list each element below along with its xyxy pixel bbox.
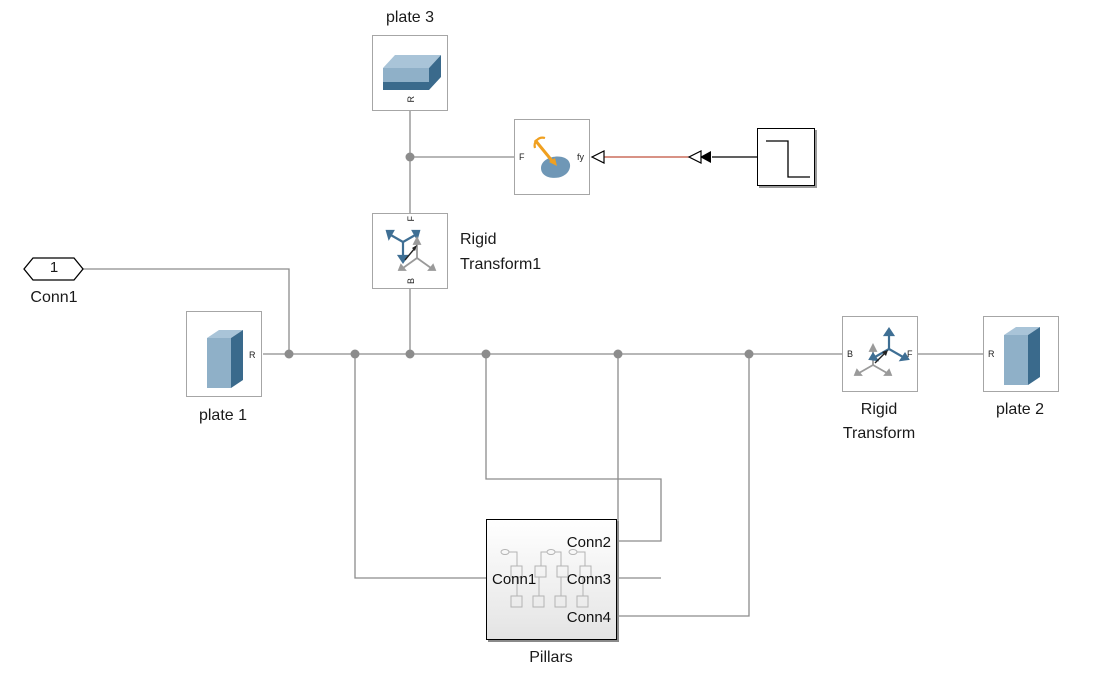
junction-dot (405, 152, 415, 162)
rigid-transform-label-line1: Rigid (860, 401, 898, 418)
force-port-fy: fy (577, 152, 585, 162)
plate2-label: plate 2 (995, 401, 1045, 418)
conn1-port-line[interactable] (82, 268, 290, 354)
junction-dot (284, 349, 294, 359)
plate2-port-r: R (988, 349, 995, 359)
signal-line[interactable] (590, 150, 757, 164)
step-source-block[interactable] (757, 128, 815, 186)
bus-to-pillars-conn3[interactable] (617, 354, 661, 579)
force-block[interactable]: F fy (514, 119, 590, 195)
rigid-transform-label-line2: Transform (842, 425, 916, 442)
pillars-label: Pillars (529, 649, 573, 666)
plate1-label: plate 1 (198, 407, 248, 424)
solid-box-icon (383, 55, 441, 90)
bus-to-pillars-conn1[interactable] (354, 354, 486, 579)
rigid-transform1-block[interactable]: F B (372, 213, 448, 289)
signal-arrow-hollow (687, 150, 702, 164)
rt1-port-f: F (406, 216, 416, 222)
pillars-port-conn3: Conn3 (566, 571, 611, 588)
rt1-port-b: B (406, 278, 416, 285)
rigid-transform-block[interactable]: B F (842, 316, 918, 392)
conn1-port-label: Conn1 (30, 289, 78, 306)
junction-dot (613, 349, 623, 359)
subsystem-diagram-icon (500, 549, 592, 608)
rigid-transform1-label-line2: Transform1 (460, 256, 542, 273)
junction-dot (744, 349, 754, 359)
plate1-port-r: R (249, 350, 256, 360)
rt-port-b: B (847, 349, 854, 359)
plate2-block[interactable]: R (983, 316, 1059, 392)
pillars-subsystem-block[interactable]: Conn1 Conn2 Conn3 Conn4 (486, 519, 617, 640)
conn1-port-number: 1 (49, 259, 59, 276)
frame-transform-icon (385, 229, 437, 271)
junction-dot (405, 349, 415, 359)
conn1-port-block[interactable] (23, 257, 84, 281)
bus-to-pillars-conn2[interactable] (485, 354, 662, 542)
plate3-label: plate 3 (385, 9, 435, 26)
junction-dot (481, 349, 491, 359)
rt-port-f: F (907, 349, 913, 359)
step-icon (766, 140, 810, 178)
bus-to-pillars-conn4[interactable] (617, 354, 750, 617)
solid-pillar-icon (1004, 327, 1040, 385)
rigid-transform1-label-line1: Rigid (460, 231, 497, 248)
force-port-f: F (519, 152, 525, 162)
pillars-port-conn4: Conn4 (566, 609, 611, 626)
plate3-block[interactable]: R (372, 35, 448, 111)
external-force-icon (533, 136, 571, 178)
plate3-port-r: R (406, 96, 416, 103)
junction-dot (350, 349, 360, 359)
plate1-block[interactable]: R (186, 311, 262, 397)
pillars-port-conn1: Conn1 (492, 571, 537, 588)
pillars-port-conn2: Conn2 (566, 534, 611, 551)
signal-arrow-filled (700, 151, 711, 163)
frame-transform-icon (853, 327, 910, 376)
fy-input-arrow (590, 150, 605, 164)
solid-pillar-icon (207, 330, 243, 388)
junction-dots (284, 152, 754, 359)
